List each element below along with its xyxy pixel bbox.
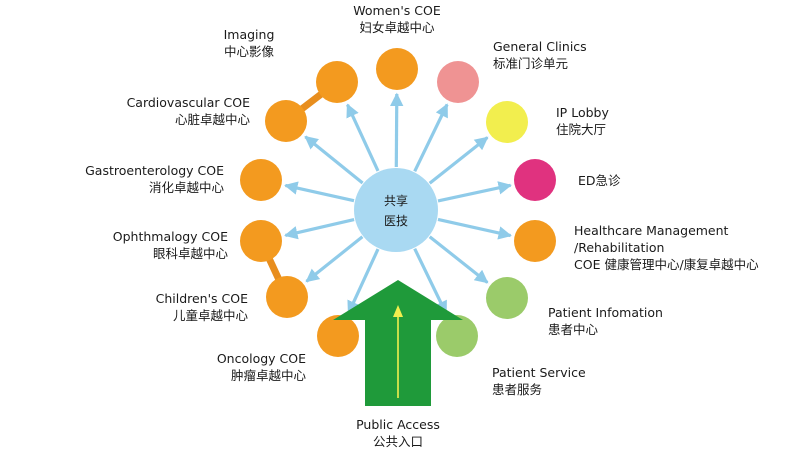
label-healthcare-mgmt-en2: /Rehabilitation — [574, 240, 665, 255]
node-childrens — [266, 276, 308, 318]
arrow-to-ed — [437, 181, 512, 203]
node-healthcare-mgmt — [514, 220, 556, 262]
label-ip-lobby-en: IP Lobby — [556, 105, 609, 120]
label-patient-info-zh: 患者中心 — [548, 322, 599, 337]
label-ip-lobby-zh: 住院大厅 — [556, 122, 607, 137]
label-ed: ED急诊 — [578, 172, 621, 189]
label-healthcare-mgmt-zh: COE 健康管理中心/康复卓越中心 — [574, 257, 759, 272]
label-imaging-zh: 中心影像 — [223, 44, 274, 59]
label-general-clinics-en: General Clinics — [493, 39, 587, 54]
label-childrens: Children's COE 儿童卓越中心 — [70, 290, 248, 324]
node-general-clinics — [437, 61, 479, 103]
arrow-to-childrens — [305, 235, 364, 283]
label-imaging: Imaging 中心影像 — [190, 26, 308, 60]
label-ophthalmology-zh: 眼科卓越中心 — [152, 246, 228, 261]
label-patient-service: Patient Service 患者服务 — [492, 364, 586, 398]
label-gastro-en: Gastroenterology COE — [85, 163, 224, 178]
label-cardio-en: Cardiovascular COE — [126, 95, 250, 110]
label-oncology-en: Oncology COE — [216, 351, 306, 366]
node-ed — [514, 159, 556, 201]
center-hub: 共享 医技 — [354, 168, 438, 252]
node-ip-lobby — [486, 101, 528, 143]
label-general-clinics-zh: 标准门诊单元 — [493, 56, 569, 71]
label-ed-en: ED急诊 — [578, 173, 621, 188]
center-hub-line1: 共享 — [384, 193, 408, 208]
label-ophthalmology: Ophthmalogy COE 眼科卓越中心 — [50, 228, 228, 262]
arrow-to-ip-lobby — [428, 136, 489, 185]
arrow-to-cardio — [304, 135, 364, 185]
label-healthcare-mgmt: Healthcare Management /Rehabilitation CO… — [574, 222, 759, 273]
label-cardio-zh: 心脏卓越中心 — [174, 112, 250, 127]
arrow-to-patient-info — [428, 235, 489, 284]
arrow-to-general-clinics — [413, 103, 449, 172]
node-gastro — [240, 159, 282, 201]
label-general-clinics: General Clinics 标准门诊单元 — [493, 38, 587, 72]
node-ophthalmology — [240, 220, 282, 262]
node-cardio — [265, 100, 307, 142]
arrow-to-gastro — [284, 181, 355, 203]
label-cardio: Cardiovascular COE 心脏卓越中心 — [60, 94, 250, 128]
label-patient-service-zh: 患者服务 — [492, 382, 543, 397]
label-ophthalmology-en: Ophthmalogy COE — [112, 229, 228, 244]
arrow-to-ophthalmology — [284, 218, 355, 240]
label-patient-info: Patient Infomation 患者中心 — [548, 304, 663, 338]
center-hub-line2: 医技 — [384, 214, 408, 228]
label-public-access-en: Public Access — [356, 417, 440, 432]
label-gastro-zh: 消化卓越中心 — [148, 180, 224, 195]
center-hub-circle — [354, 168, 438, 252]
label-imaging-en: Imaging — [223, 27, 275, 42]
arrow-to-healthcare-mgmt — [437, 217, 512, 240]
node-oncology — [317, 315, 359, 357]
arrow-to-patient-service — [413, 248, 448, 315]
label-womens-en: Women's COE — [353, 3, 441, 18]
label-childrens-zh: 儿童卓越中心 — [172, 308, 248, 323]
arrow-to-imaging — [346, 103, 380, 172]
public-access-arrow-tip — [393, 305, 403, 317]
public-access-arrow — [333, 280, 463, 406]
label-gastro: Gastroenterology COE 消化卓越中心 — [40, 162, 224, 196]
label-patient-service-en: Patient Service — [492, 365, 586, 380]
node-patient-info — [486, 277, 528, 319]
arrow-to-oncology — [347, 248, 380, 315]
label-womens: Women's COE 妇女卓越中心 — [338, 2, 456, 36]
label-oncology: Oncology COE 肿瘤卓越中心 — [130, 350, 306, 384]
arrow-to-womens — [389, 92, 404, 168]
service-nodes — [240, 48, 556, 357]
label-womens-zh: 妇女卓越中心 — [359, 20, 435, 35]
label-ip-lobby: IP Lobby 住院大厅 — [556, 104, 609, 138]
node-patient-service — [436, 315, 478, 357]
label-childrens-en: Children's COE — [155, 291, 248, 306]
node-imaging — [316, 61, 358, 103]
spoke-arrows — [284, 92, 512, 315]
label-oncology-zh: 肿瘤卓越中心 — [230, 368, 306, 383]
node-womens — [376, 48, 418, 90]
label-public-access-zh: 公共入口 — [372, 434, 423, 449]
label-patient-info-en: Patient Infomation — [548, 305, 663, 320]
label-public-access: Public Access 公共入口 — [330, 416, 466, 450]
label-healthcare-mgmt-en: Healthcare Management — [574, 223, 729, 238]
